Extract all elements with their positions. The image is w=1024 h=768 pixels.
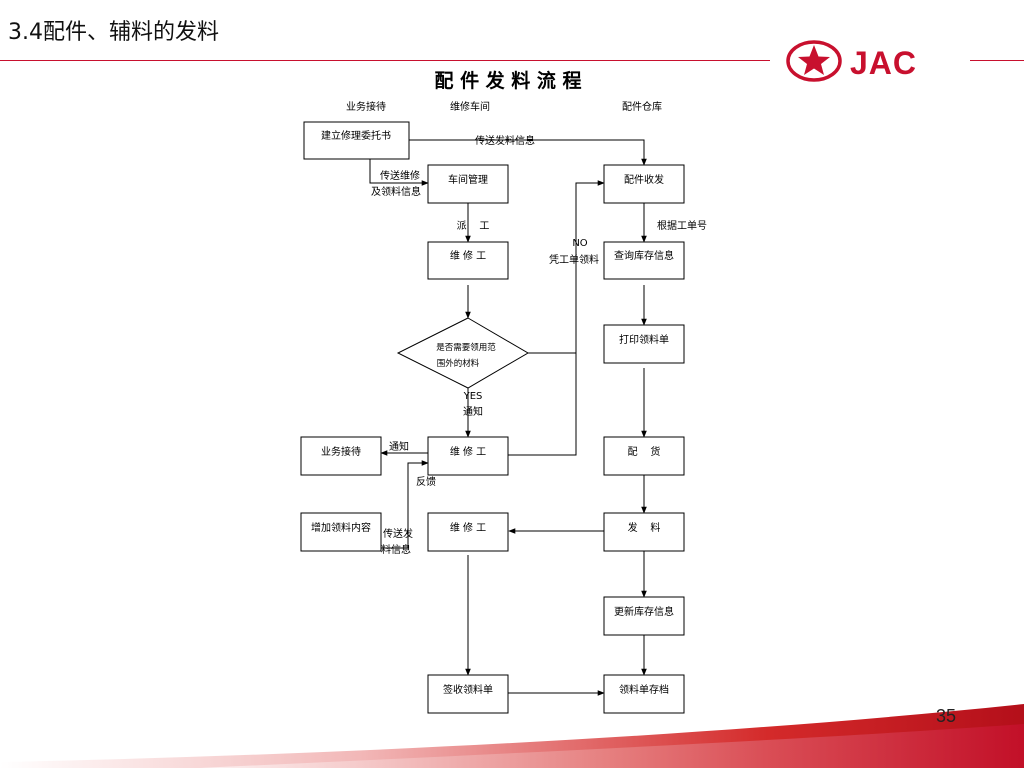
box-label: 签收领料单 [443,683,493,696]
connector [528,180,605,354]
process-box-sign-requisition [427,674,509,714]
slide-title: 3.4配件、辅料的发料 [8,20,219,45]
edge-label: 派 工 [457,220,490,232]
process-box-prepare-goods [603,436,685,476]
process-box-parts-receive [603,164,685,204]
edge-label: 及领料信息 [371,185,421,198]
process-box-archive [603,674,685,714]
logo-text: JAC [850,45,917,81]
edge-label: 反馈 [416,475,436,488]
box-label: 配件收发 [624,173,664,186]
edge-label: 传送维修 [380,169,420,182]
process-box-query-stock [603,241,685,280]
process-box-issue [603,512,685,552]
edge-label: NO [572,238,587,249]
connector [381,460,429,549]
page-number: 35 [936,706,957,726]
box-label: 车间管理 [448,173,488,186]
title-divider [0,60,770,61]
box-label: 维 修 工 [450,521,486,534]
process-box-reception [300,436,382,476]
footer-swoosh [0,704,1024,768]
jac-logo: JAC [786,40,917,82]
process-box-repair-1 [427,241,509,280]
lane-header-warehouse: 配件仓库 [622,100,662,113]
edge-label: YES [463,391,483,402]
decision-label-line1: 是否需要领用范 [436,342,496,353]
process-box-repair-2 [427,436,509,476]
decision-label-line2: 围外的材料 [437,358,480,369]
process-box-print-requisition [603,324,685,364]
edge-label: 通知 [389,440,409,453]
decision-diamond [396,317,529,389]
connector [409,139,647,166]
box-label: 业务接待 [321,445,361,458]
connector [369,159,429,186]
process-box-repair-3 [427,512,509,552]
process-box-workshop-mgmt [427,164,509,204]
box-label: 维 修 工 [450,445,486,458]
connector [508,353,577,456]
process-box-create-order [303,121,410,160]
diagram-title: 配 件 发 料 流 程 [434,69,581,92]
edge-label: 料信息 [381,543,411,556]
edge-label: 根据工单号 [657,219,707,232]
box-label: 更新库存信息 [614,605,674,618]
lane-header-workshop: 维修车间 [450,100,490,113]
box-label: 发 料 [628,521,661,534]
edge-label: 传送发料信息 [475,134,535,147]
box-label: 配 货 [628,445,661,458]
box-label: 维 修 工 [450,249,486,262]
box-label: 增加领料内容 [311,521,371,534]
box-label: 打印领料单 [619,333,669,346]
box-label: 查询库存信息 [614,249,674,262]
process-box-update-stock [603,596,685,636]
title-divider-right [970,60,1024,61]
edge-label: 传送发 [383,527,413,540]
process-box-add-material [300,512,382,552]
edge-label: 凭工单领料 [549,253,599,266]
box-label: 建立修理委托书 [321,129,391,142]
lane-header-reception: 业务接待 [346,100,386,113]
box-label: 领料单存档 [619,683,669,696]
edge-label: 通知 [463,405,483,418]
star-emblem-icon [786,40,842,82]
